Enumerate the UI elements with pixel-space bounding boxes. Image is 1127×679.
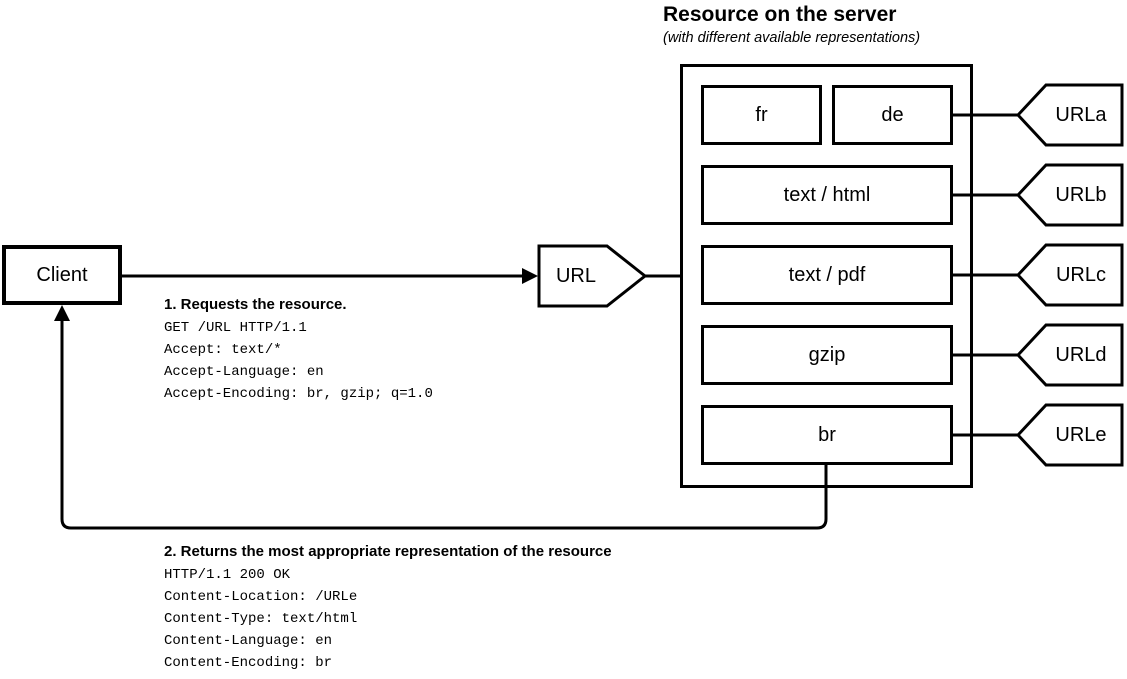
representation-label: br bbox=[818, 424, 836, 446]
urla-pentagon-shape bbox=[1015, 83, 1124, 147]
server-resource-box bbox=[680, 64, 973, 488]
response-heading: 2. Returns the most appropriate represen… bbox=[164, 543, 612, 560]
diagram-title: Resource on the server bbox=[663, 3, 897, 26]
request-line: Accept-Language: en bbox=[164, 364, 324, 380]
urlb-label: URLb bbox=[1055, 184, 1107, 206]
representation-label: fr bbox=[755, 104, 768, 126]
response-line: Content-Type: text/html bbox=[164, 611, 358, 627]
representation-label: text / pdf bbox=[788, 264, 866, 286]
urla-label: URLa bbox=[1055, 104, 1107, 126]
url-label: URL bbox=[555, 265, 596, 287]
urle-label: URLe bbox=[1055, 424, 1107, 446]
representation-label: de bbox=[881, 104, 904, 126]
representation-box-text-html: text / html bbox=[701, 165, 953, 225]
representation-box-br: br bbox=[701, 405, 953, 465]
response-block: 2. Returns the most appropriate represen… bbox=[164, 542, 612, 674]
client-to-url-arrowhead bbox=[522, 268, 538, 284]
return-arrowhead bbox=[54, 305, 70, 321]
representation-box-de: de bbox=[832, 85, 953, 145]
request-heading: 1. Requests the resource. bbox=[164, 296, 347, 313]
client-label: Client bbox=[36, 264, 88, 286]
representation-label: text / html bbox=[783, 184, 871, 206]
representation-box-gzip: gzip bbox=[701, 325, 953, 385]
url-pentagon-shape bbox=[537, 244, 648, 308]
representation-label: gzip bbox=[808, 344, 846, 366]
client-box: Client bbox=[2, 245, 122, 305]
request-line: Accept-Encoding: br, gzip; q=1.0 bbox=[164, 386, 433, 402]
urlc-pentagon-shape bbox=[1015, 243, 1124, 307]
representation-box-text-pdf: text / pdf bbox=[701, 245, 953, 305]
urle-pentagon-shape bbox=[1015, 403, 1124, 467]
return-path-line bbox=[60, 320, 828, 530]
urlc-label: URLc bbox=[1055, 264, 1106, 286]
server-title-block: Resource on the server (with different a… bbox=[663, 2, 920, 47]
request-block: 1. Requests the resource. GET /URL HTTP/… bbox=[164, 295, 433, 405]
urld-pentagon-shape bbox=[1015, 323, 1124, 387]
response-line: Content-Encoding: br bbox=[164, 655, 333, 671]
representation-box-fr: fr bbox=[701, 85, 822, 145]
diagram-subtitle: (with different available representation… bbox=[663, 30, 921, 46]
urld-label: URLd bbox=[1055, 344, 1107, 366]
response-line: HTTP/1.1 200 OK bbox=[164, 567, 291, 583]
request-line: GET /URL HTTP/1.1 bbox=[164, 320, 307, 336]
response-line: Content-Language: en bbox=[164, 633, 333, 649]
request-line: Accept: text/* bbox=[164, 342, 282, 358]
urlb-pentagon-shape bbox=[1015, 163, 1124, 227]
response-line: Content-Location: /URLe bbox=[164, 589, 358, 605]
